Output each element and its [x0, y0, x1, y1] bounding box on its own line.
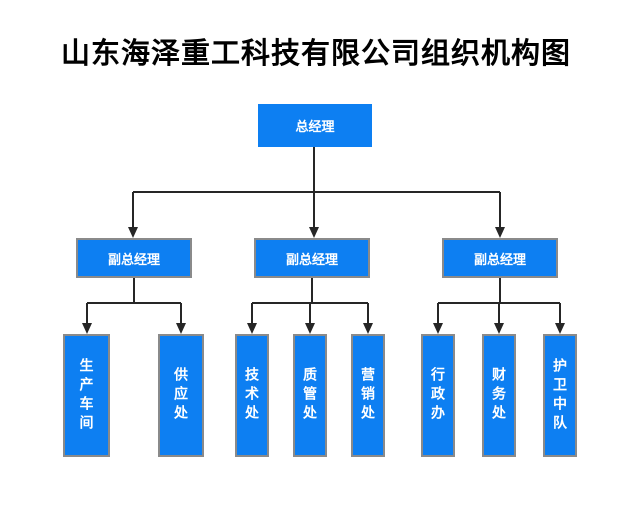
- connector-deputy2-to-departments: [247, 278, 373, 334]
- node-dept-production-workshop: 生产车间: [63, 334, 110, 457]
- connector-deputy1-to-departments: [82, 278, 186, 334]
- node-deputy-manager-2: 副总经理: [254, 238, 370, 278]
- node-general-manager-label: 总经理: [295, 119, 335, 134]
- node-dept-technology-office-label: 技术处: [244, 367, 260, 424]
- node-deputy-manager-1: 副总经理: [76, 238, 192, 278]
- node-dept-supply-office: 供应处: [158, 334, 204, 457]
- chart-title: 山东海泽重工科技有限公司组织机构图: [60, 38, 571, 70]
- node-dept-supply-office-label: 供应处: [173, 367, 189, 424]
- node-deputy-manager-1-label: 副总经理: [107, 251, 160, 267]
- node-dept-marketing-office-label: 营销处: [360, 367, 376, 424]
- connector-root-to-deputies: [128, 146, 505, 238]
- node-deputy-manager-3: 副总经理: [442, 238, 558, 278]
- node-dept-guard-squadron: 护卫中队: [543, 334, 577, 457]
- node-dept-admin-office: 行政办: [421, 334, 455, 457]
- connector-deputy3-to-departments: [433, 278, 565, 334]
- node-deputy-manager-2-label: 副总经理: [285, 251, 338, 267]
- node-deputy-manager-3-label: 副总经理: [473, 251, 526, 267]
- node-dept-finance-office: 财务处: [482, 334, 516, 457]
- node-dept-technology-office: 技术处: [235, 334, 269, 457]
- node-dept-finance-office-label: 财务处: [491, 367, 507, 424]
- node-dept-quality-office-label: 质管处: [302, 367, 318, 424]
- node-dept-admin-office-label: 行政办: [430, 367, 446, 424]
- node-dept-marketing-office: 营销处: [351, 334, 385, 457]
- node-dept-production-workshop-label: 生产车间: [78, 357, 95, 434]
- node-dept-quality-office: 质管处: [293, 334, 327, 457]
- node-dept-guard-squadron-label: 护卫中队: [552, 357, 568, 434]
- node-general-manager: 总经理: [258, 104, 372, 147]
